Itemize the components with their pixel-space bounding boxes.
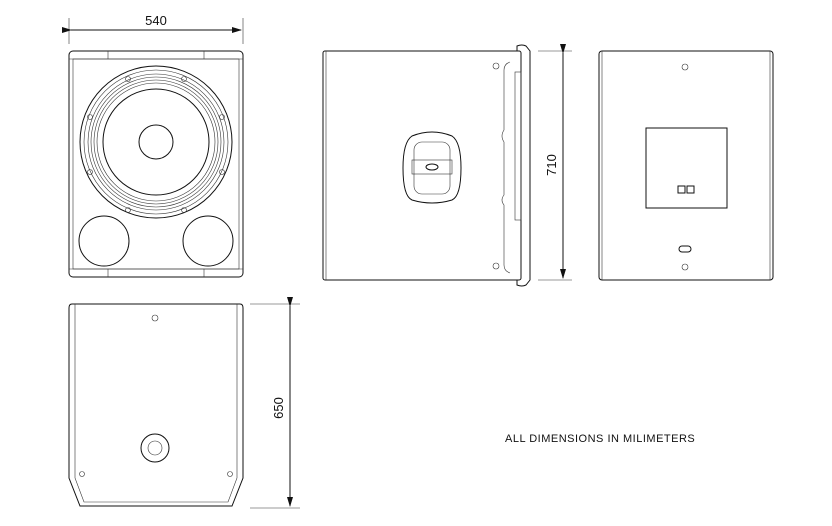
handle (402, 131, 462, 204)
dust-cap (138, 124, 174, 160)
bass-port-right (182, 215, 234, 267)
width-dimension-label: 540 (145, 13, 167, 28)
depth-dimension-label: 650 (271, 397, 286, 419)
input-panel (645, 127, 728, 209)
handle-slot (678, 245, 692, 253)
front-view: 540 (62, 13, 244, 278)
connector-icon (686, 185, 695, 194)
top-view: 650 (68, 297, 300, 509)
bass-port-left (78, 215, 130, 267)
units-note: ALL DIMENSIONS IN MILIMETERS (505, 433, 695, 445)
connector-icon (677, 185, 686, 194)
height-dimension-label: 710 (544, 154, 559, 176)
back-view (598, 50, 774, 281)
woofer (79, 65, 233, 219)
pole-mount-icon (140, 433, 170, 463)
side-view: 710 (322, 44, 572, 287)
